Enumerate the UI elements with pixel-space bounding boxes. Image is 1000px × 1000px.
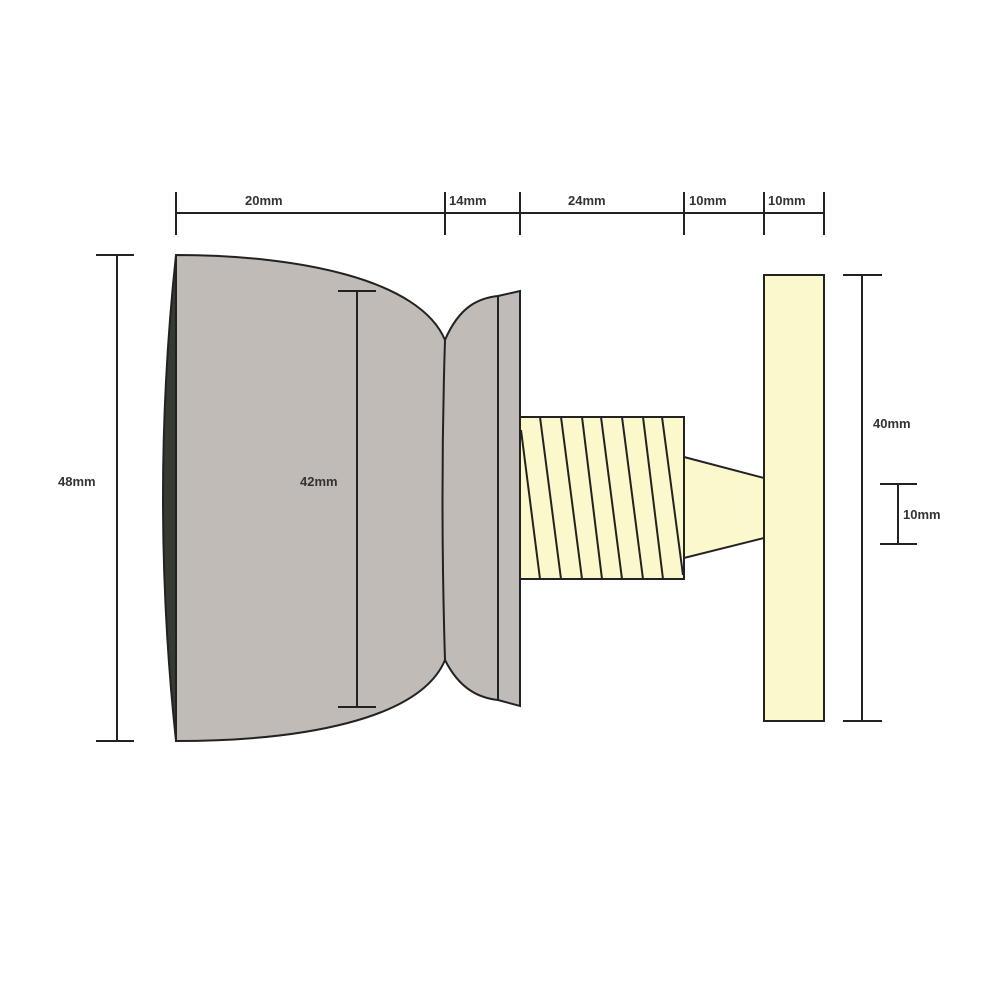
mounting-plate xyxy=(763,274,825,722)
dimension-42mm-line xyxy=(338,290,376,708)
dimension-lines xyxy=(96,192,917,742)
label-42mm: 42mm xyxy=(300,474,338,489)
label-10mm-cone: 10mm xyxy=(689,193,727,208)
label-48mm: 48mm xyxy=(58,474,96,489)
dimension-48mm-line xyxy=(96,254,134,742)
knob-neck xyxy=(441,289,521,708)
label-20mm: 20mm xyxy=(245,193,283,208)
thread-lines xyxy=(520,416,684,580)
top-dimension-ticks xyxy=(175,192,825,235)
knob-body xyxy=(175,253,450,743)
label-40mm: 40mm xyxy=(873,416,911,431)
knob-rim xyxy=(162,254,177,742)
dimension-40mm-line xyxy=(843,274,882,722)
label-24mm: 24mm xyxy=(568,193,606,208)
tapered-cone xyxy=(683,455,765,560)
threaded-shaft xyxy=(519,416,685,580)
dimension-10mm-tip-line xyxy=(880,483,917,545)
label-10mm-tip: 10mm xyxy=(903,507,941,522)
label-10mm-plate: 10mm xyxy=(768,193,806,208)
label-14mm: 14mm xyxy=(449,193,487,208)
